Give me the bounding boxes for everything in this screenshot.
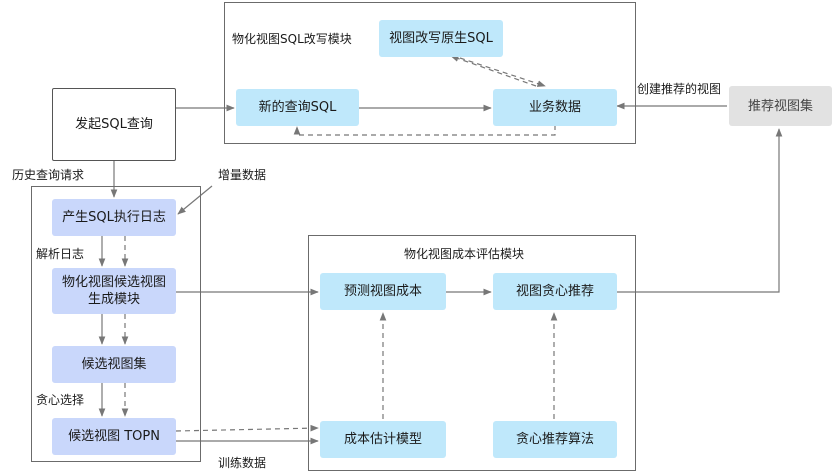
rewrite-native-sql-node[interactable]: 视图改写原生SQL	[379, 20, 503, 57]
arrow-business-to-rewrite	[450, 55, 537, 87]
cost-module-title: 物化视图成本评估模块	[404, 247, 525, 261]
predict-view-cost-node[interactable]: 预测视图成本	[320, 273, 446, 310]
left-pipeline-frame	[31, 186, 201, 462]
training-data-label: 训练数据	[218, 456, 267, 470]
greedy-select-label: 贪心选择	[36, 393, 85, 407]
cost-estimation-model-node[interactable]: 成本估计模型	[320, 421, 446, 458]
gen-sql-log-node[interactable]: 产生SQL执行日志	[52, 199, 176, 236]
history-query-request-label: 历史查询请求	[12, 168, 85, 182]
rewrite-module-title: 物化视图SQL改写模块	[232, 32, 352, 46]
initiate-sql-query-node[interactable]: 发起SQL查询	[52, 88, 176, 161]
greedy-recommend-algo-node[interactable]: 贪心推荐算法	[493, 421, 617, 458]
candidate-view-set-node[interactable]: 候选视图集	[52, 346, 176, 383]
cost-module-frame	[308, 235, 636, 471]
candidate-gen-module-node[interactable]: 物化视图候选视图 生成模块	[52, 268, 176, 314]
arrow-business-to-newquery	[293, 125, 556, 136]
arrow-incremental-to-log	[177, 185, 213, 215]
incremental-data-label: 增量数据	[218, 168, 267, 182]
arrow-greedy-to-recommended	[617, 128, 783, 293]
recommended-view-set-node[interactable]: 推荐视图集	[729, 86, 832, 126]
new-query-sql-node[interactable]: 新的查询SQL	[236, 89, 359, 126]
create-recommended-views-label: 创建推荐的视图	[637, 82, 722, 96]
arrow-topn-to-costmodel-dashed	[175, 424, 319, 432]
arrow-rewrite-to-business	[459, 57, 546, 87]
greedy-view-recommend-node[interactable]: 视图贪心推荐	[493, 273, 617, 310]
parse-log-label: 解析日志	[36, 247, 85, 261]
candidate-view-topn-node[interactable]: 候选视图 TOPN	[52, 418, 176, 455]
business-data-node[interactable]: 业务数据	[493, 89, 617, 126]
rewrite-module-frame	[224, 2, 636, 144]
